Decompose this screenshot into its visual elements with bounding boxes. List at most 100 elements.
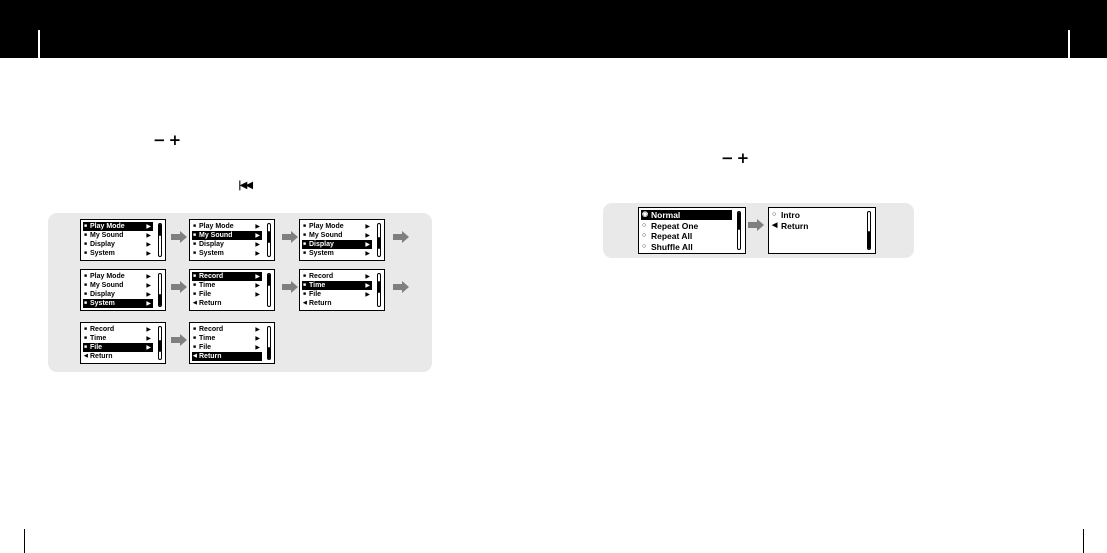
submenu-arrow-icon: ▶	[365, 250, 370, 257]
submenu-arrow-icon: ▶	[365, 241, 370, 248]
submenu-arrow-icon: ▶	[255, 291, 260, 298]
menu-item: ■File ▶	[192, 290, 262, 299]
scroll-thumb	[378, 280, 380, 293]
menu-item-label: My Sound	[199, 232, 233, 239]
menu-item-label: Time	[90, 335, 107, 342]
bullet-icon: ■	[193, 335, 197, 341]
menu-item-label: My Sound	[90, 232, 124, 239]
minus-plus-icon: − +	[153, 131, 182, 149]
left-menu-panel: ■Play Mode▶■My Sound▶■Display▶■System▶■P…	[48, 213, 432, 372]
submenu-arrow-icon: ▶	[146, 241, 151, 248]
menu-screen: ■Play Mode▶■My Sound▶■Display▶■System▶	[189, 219, 275, 261]
scrollbar	[267, 273, 271, 307]
menu-item-label: Record	[199, 326, 224, 333]
menu-item-label: Return	[309, 300, 332, 307]
return-icon: ◀	[193, 300, 197, 306]
skip-back-icon: |◀◀	[238, 180, 253, 191]
menu-item: ◀Return	[83, 352, 153, 361]
menu-item-label: Display	[199, 241, 224, 248]
submenu-arrow-icon: ▶	[146, 326, 151, 333]
menu-screen: ■Play Mode▶■My Sound▶■Display▶■System▶	[299, 219, 385, 261]
menu-item: ■Play Mode▶	[192, 222, 262, 231]
bullet-icon: ■	[193, 282, 197, 288]
submenu-arrow-icon: ▶	[365, 223, 370, 230]
menu-item-label: System	[90, 300, 115, 307]
menu-item: ■My Sound▶	[83, 231, 153, 240]
scrollbar	[867, 211, 871, 250]
bullet-icon: ■	[84, 344, 88, 350]
bullet-icon: ■	[303, 223, 307, 229]
menu-screen: ■Record▶■Time▶■File▶◀Return	[80, 322, 166, 364]
submenu-arrow-icon: ▶	[146, 300, 151, 307]
menu-item: ■Time▶	[192, 334, 262, 343]
header-left-tick	[38, 30, 40, 58]
submenu-arrow-icon: ▶	[255, 344, 260, 351]
menu-screen: ■Record▶■Time▶■File▶◀Return	[299, 269, 385, 311]
bullet-icon: ■	[84, 241, 88, 247]
menu-item-label: Time	[199, 282, 216, 289]
menu-item: ○Repeat One	[641, 221, 732, 231]
bullet-icon: ■	[84, 273, 88, 279]
submenu-arrow-icon: ▶	[365, 273, 370, 280]
submenu-arrow-icon: ▶	[255, 273, 260, 280]
minus-plus-icon: − +	[721, 149, 750, 167]
scroll-thumb	[159, 340, 161, 353]
bullet-icon: ■	[84, 282, 88, 288]
menu-item-label: My Sound	[90, 282, 124, 289]
menu-item-label: Return	[199, 353, 222, 360]
scroll-thumb	[738, 212, 740, 230]
scrollbar	[377, 223, 381, 257]
menu-item-label: File	[199, 291, 212, 298]
return-icon: ◀	[772, 221, 778, 229]
menu-item-label: Play Mode	[199, 223, 234, 230]
submenu-arrow-icon: ▶	[365, 282, 370, 289]
right-arrow-icon	[171, 334, 187, 346]
menu-item: ○Intro	[771, 210, 862, 220]
scrollbar	[158, 223, 162, 257]
right-arrow-icon	[171, 281, 187, 293]
menu-item-label: Record	[199, 273, 224, 280]
menu-item-label: Record	[309, 273, 334, 280]
submenu-arrow-icon: ▶	[255, 282, 260, 289]
menu-item: ■My Sound▶	[83, 281, 153, 290]
scroll-thumb	[378, 237, 380, 250]
menu-item-label: Return	[781, 220, 809, 231]
menu-item-label: Return	[199, 300, 222, 307]
menu-item: ■Play Mode▶	[83, 222, 153, 231]
header-bar	[0, 0, 1107, 58]
submenu-arrow-icon: ▶	[146, 232, 151, 239]
menu-item-label: Record	[90, 326, 115, 333]
menu-item: ■Play Mode▶	[302, 222, 372, 231]
scrollbar	[158, 273, 162, 307]
bullet-icon: ■	[303, 291, 307, 297]
right-menu-panel: ◉Normal○Repeat One○Repeat All○Shuffle Al…	[603, 203, 914, 258]
menu-item: ■System▶	[83, 249, 153, 258]
menu-item: ■Display▶	[83, 290, 153, 299]
menu-item-label: System	[90, 250, 115, 257]
menu-item-label: My Sound	[309, 232, 343, 239]
submenu-arrow-icon: ▶	[255, 241, 260, 248]
bullet-icon: ■	[193, 326, 197, 332]
bullet-icon: ■	[193, 291, 197, 297]
menu-item-label: File	[309, 291, 322, 298]
submenu-arrow-icon: ▶	[255, 232, 260, 239]
submenu-arrow-icon: ▶	[146, 250, 151, 257]
menu-item-label: Return	[90, 353, 113, 360]
scrollbar	[158, 326, 162, 360]
scroll-thumb	[268, 347, 270, 359]
menu-item: ■Time▶	[83, 334, 153, 343]
right-arrow-icon	[748, 219, 764, 231]
menu-screen: ○Intro◀Return	[768, 207, 876, 254]
radio-empty-icon: ○	[642, 232, 647, 239]
menu-item: ■File▶	[302, 290, 372, 299]
bullet-icon: ■	[303, 250, 307, 256]
bullet-icon: ■	[84, 291, 88, 297]
scroll-thumb	[159, 224, 161, 236]
bullet-icon: ■	[303, 282, 307, 288]
bullet-icon: ■	[303, 232, 307, 238]
menu-item-label: System	[199, 250, 224, 257]
menu-item: ■System▶	[302, 249, 372, 258]
menu-item: ■Time ▶	[192, 281, 262, 290]
bullet-icon: ■	[193, 273, 197, 279]
return-icon: ◀	[84, 353, 88, 359]
